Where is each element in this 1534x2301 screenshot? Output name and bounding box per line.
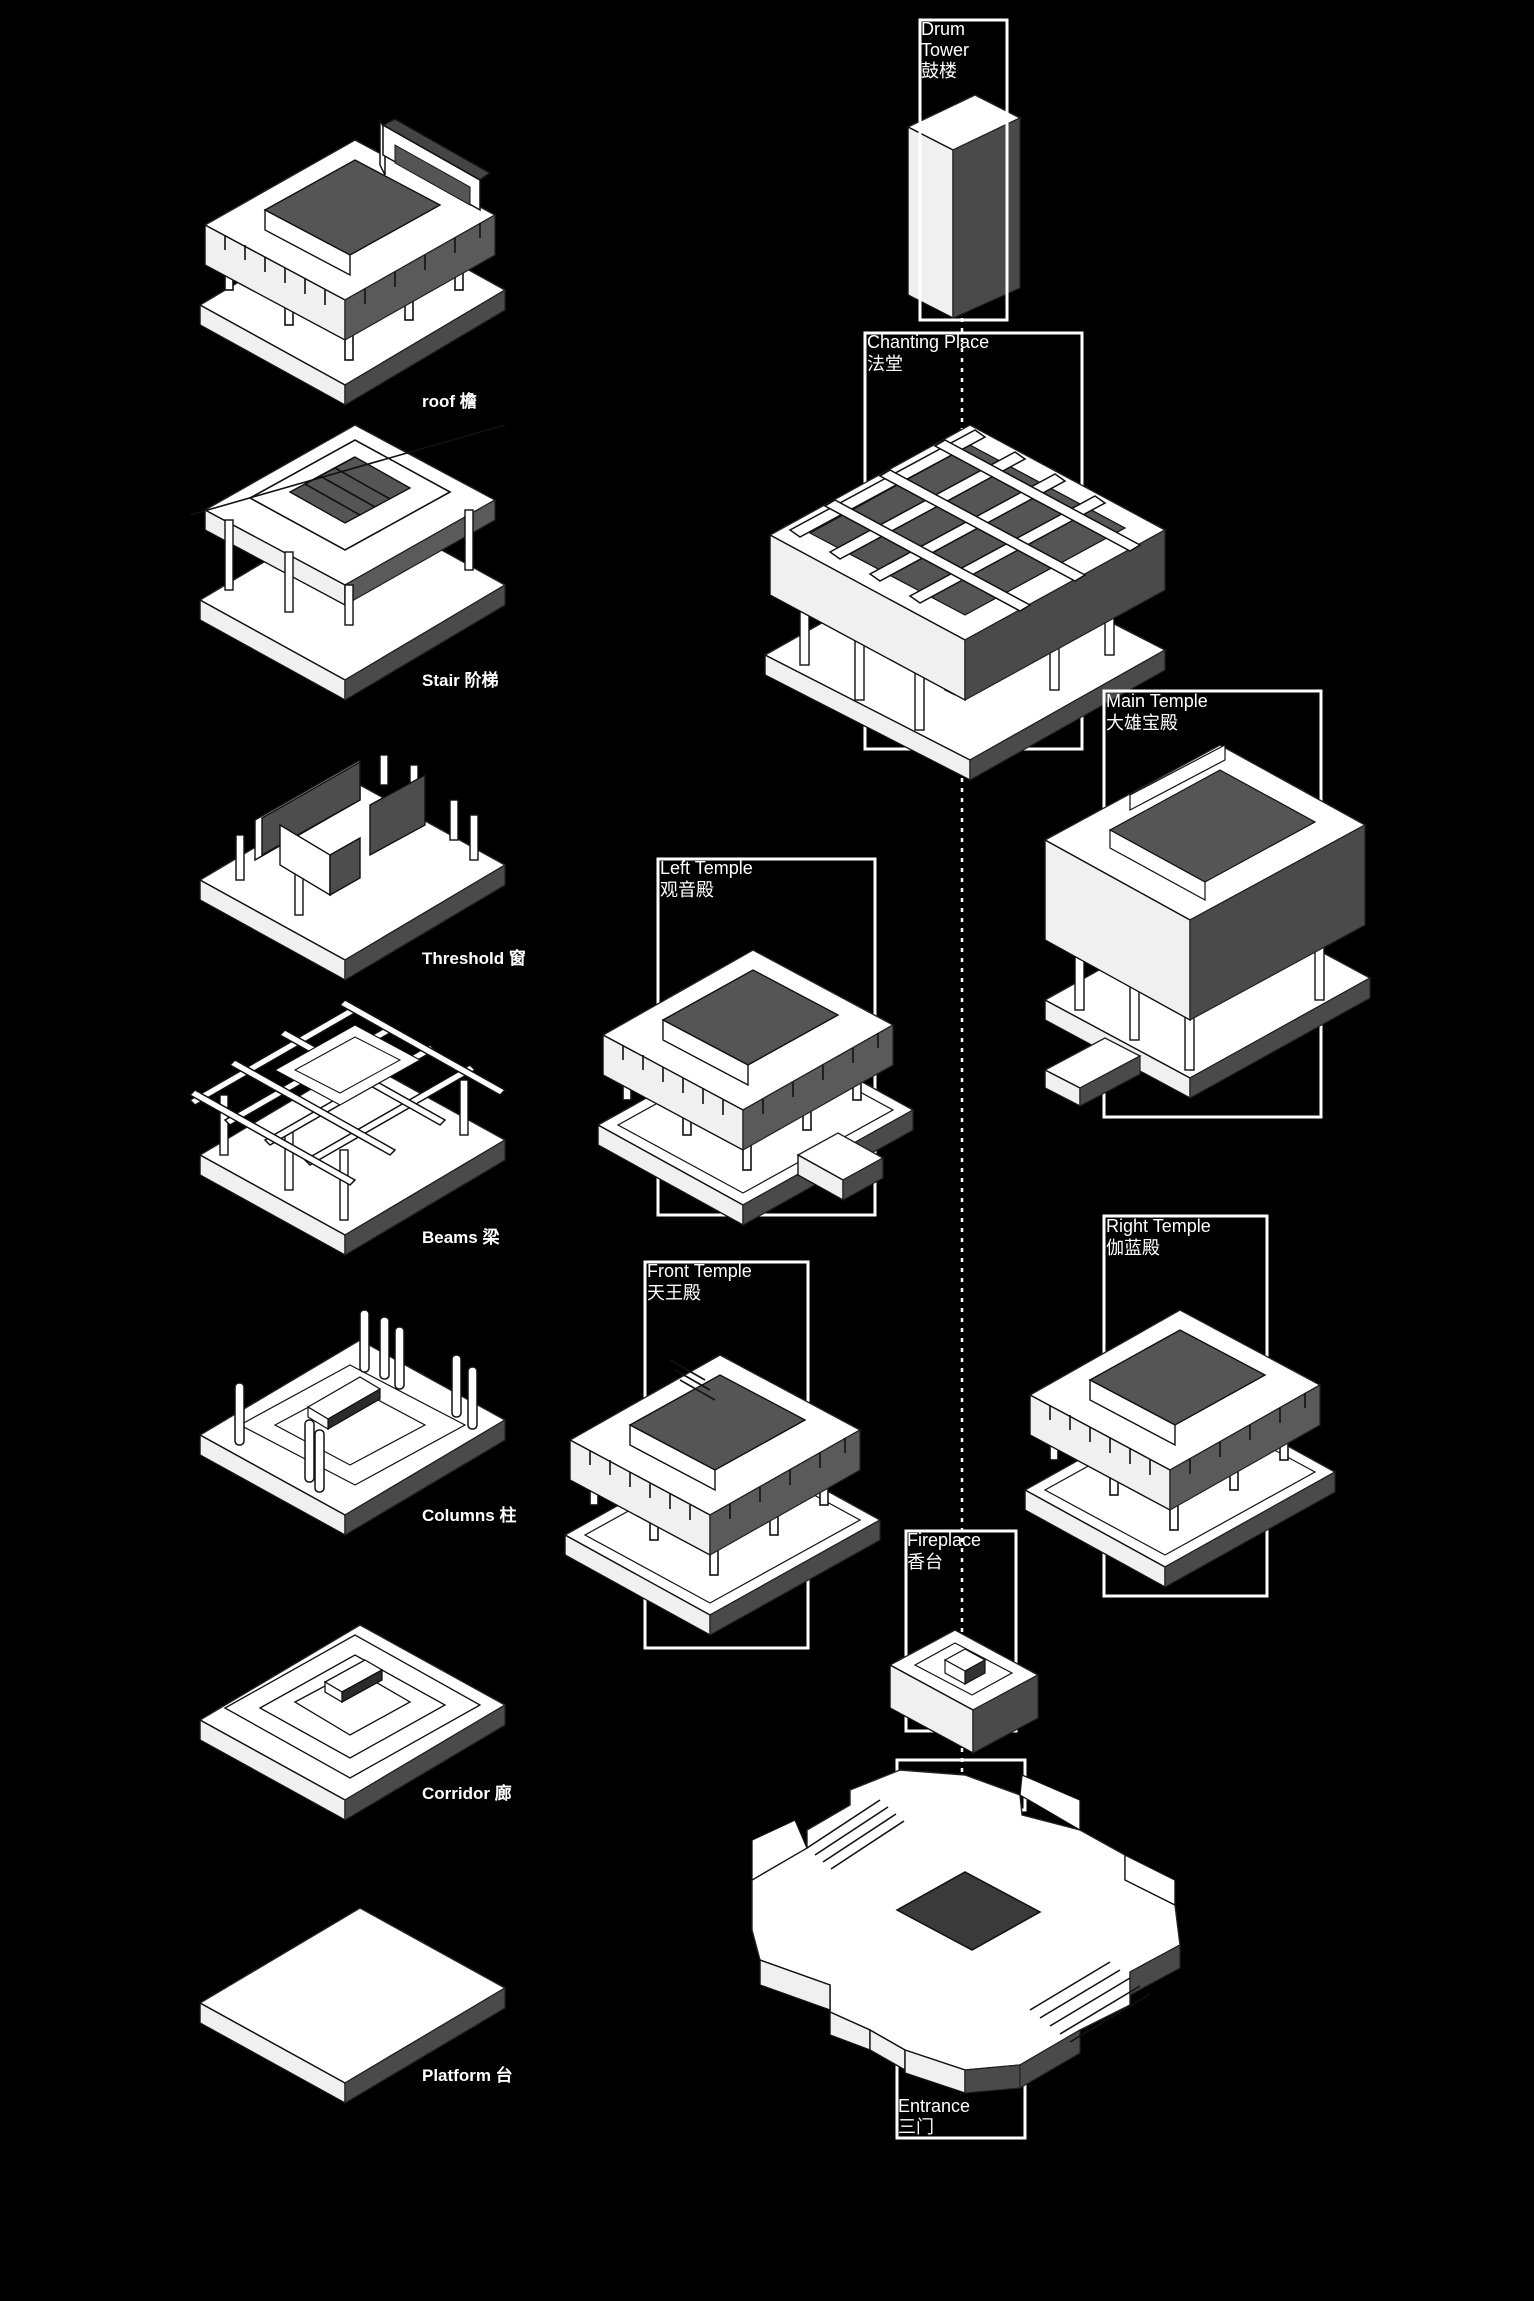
main-temple-illustration [1043,744,1372,1108]
columns-layer-illustration [199,1309,506,1536]
right-temple-title-en: Right Temple [1106,1216,1211,1236]
legend-label-roof: roof 檐 [422,391,477,411]
fireplace-title-zh: 香台 [907,1552,943,1572]
main-temple-title-zh: 大雄宝殿 [1106,713,1178,733]
left-temple-title-zh: 观音殿 [660,880,714,900]
entrance-platform-illustration [751,1769,1181,2094]
legend-label-threshold: Threshold 窗 [422,948,526,968]
roof-layer-illustration [199,118,506,406]
fireplace-illustration [888,1629,1040,1755]
threshold-layer-illustration [199,754,506,981]
right-temple-illustration [1023,1309,1337,1589]
left-temple-illustration [596,949,915,1227]
main-temple-title-en: Main Temple [1106,691,1208,711]
fireplace-title-en: Fireplace [907,1530,981,1550]
chanting-place-title-zh: 法堂 [867,354,903,374]
stair-layer-illustration [189,424,506,701]
front-temple-title-en: Front Temple [647,1261,752,1281]
beams-layer-illustration [188,999,507,1256]
entrance-title-en: Entrance [898,2096,970,2116]
chanting-place-title-en: Chanting Place [867,332,989,352]
legend-label-corridor: Corridor 廊 [422,1783,512,1803]
legend-label-columns: Columns 柱 [422,1505,516,1525]
drum-tower-title-zh: 鼓楼 [921,61,957,81]
corridor-layer-illustration [199,1624,506,1821]
legend-label-stair: Stair 阶梯 [422,670,499,690]
left-temple-title-en: Left Temple [660,858,753,878]
drum-tower-title-en-2: Tower [921,40,969,60]
right-temple-title-zh: 伽蓝殿 [1106,1238,1160,1258]
legend-label-beams: Beams 梁 [422,1227,500,1247]
drum-tower-illustration [906,94,1022,320]
front-temple-title-zh: 天王殿 [647,1283,701,1303]
drum-tower-title-en-1: Drum [921,19,965,39]
drum-tower-frame [918,18,1009,322]
legend-label-platform: Platform 台 [422,2065,513,2085]
chanting-place-illustration [763,424,1167,782]
front-temple-illustration [563,1354,882,1637]
entrance-title-zh: 三门 [898,2117,934,2137]
